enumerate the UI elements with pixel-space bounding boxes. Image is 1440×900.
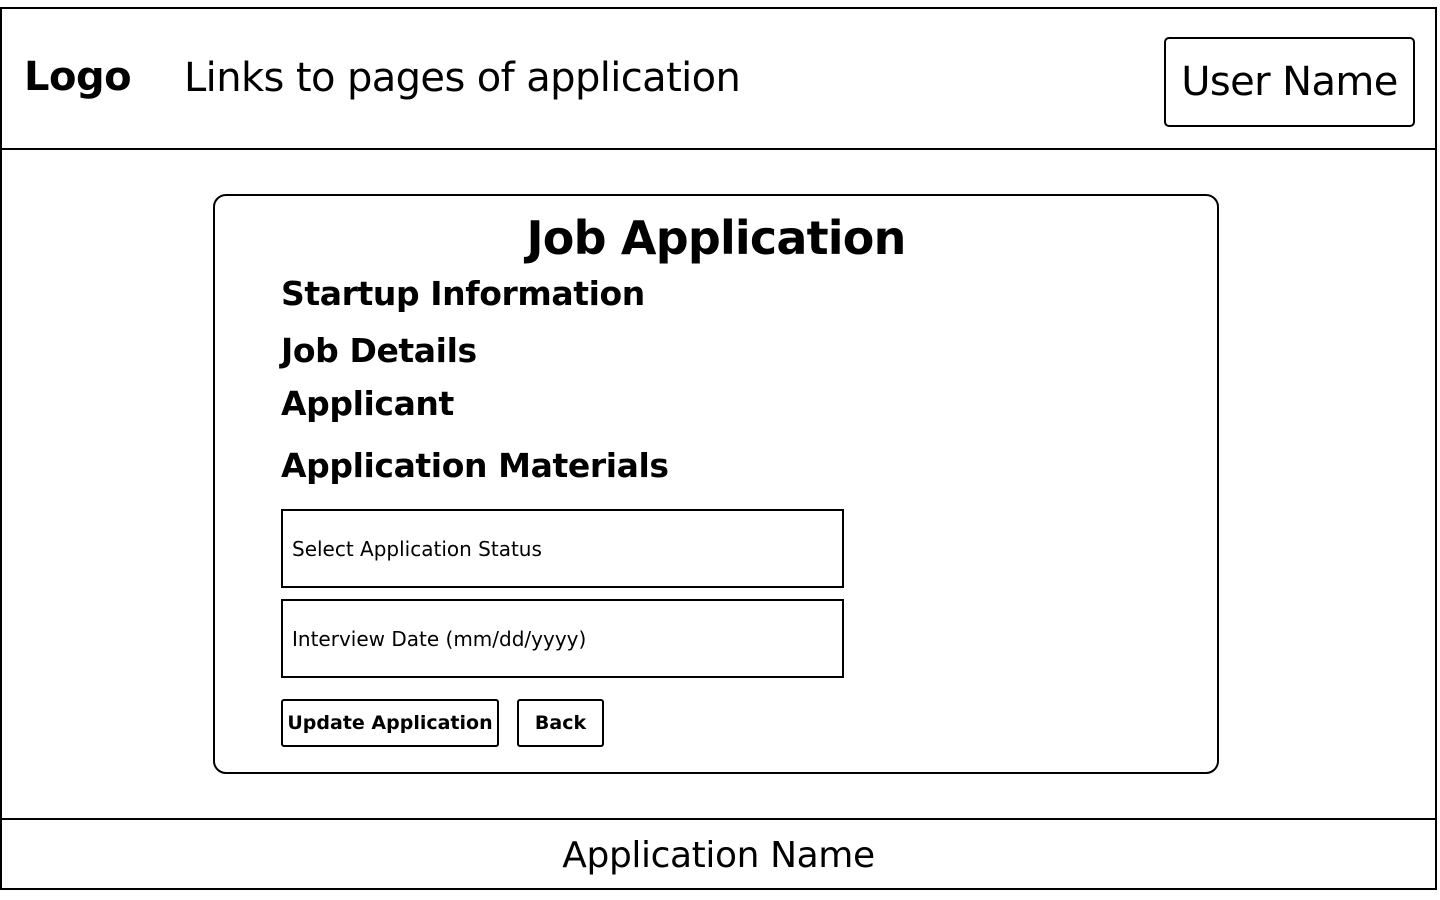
section-application-materials[interactable]: Application Materials xyxy=(281,446,669,485)
interview-date-input[interactable]: Interview Date (mm/dd/yyyy) xyxy=(281,599,844,678)
update-application-button[interactable]: Update Application xyxy=(281,699,499,747)
user-name-label: User Name xyxy=(1181,59,1398,105)
section-job-details[interactable]: Job Details xyxy=(281,331,477,370)
application-status-select[interactable]: Select Application Status xyxy=(281,509,844,588)
application-status-placeholder: Select Application Status xyxy=(292,536,542,561)
application-name: Application Name xyxy=(562,834,875,876)
header: Logo Links to pages of application User … xyxy=(2,9,1435,150)
interview-date-placeholder: Interview Date (mm/dd/yyyy) xyxy=(292,626,587,651)
job-application-card: Job Application Startup Information Job … xyxy=(213,194,1219,774)
nav-links[interactable]: Links to pages of application xyxy=(184,55,741,101)
update-application-label: Update Application xyxy=(287,712,493,734)
page-frame: Logo Links to pages of application User … xyxy=(0,7,1437,890)
footer: Application Name xyxy=(2,818,1435,890)
logo[interactable]: Logo xyxy=(24,54,132,100)
section-startup-information[interactable]: Startup Information xyxy=(281,274,645,313)
user-name-button[interactable]: User Name xyxy=(1164,37,1415,127)
page-title: Job Application xyxy=(526,211,906,265)
back-label: Back xyxy=(534,712,587,734)
section-applicant[interactable]: Applicant xyxy=(281,384,454,423)
back-button[interactable]: Back xyxy=(517,699,604,747)
